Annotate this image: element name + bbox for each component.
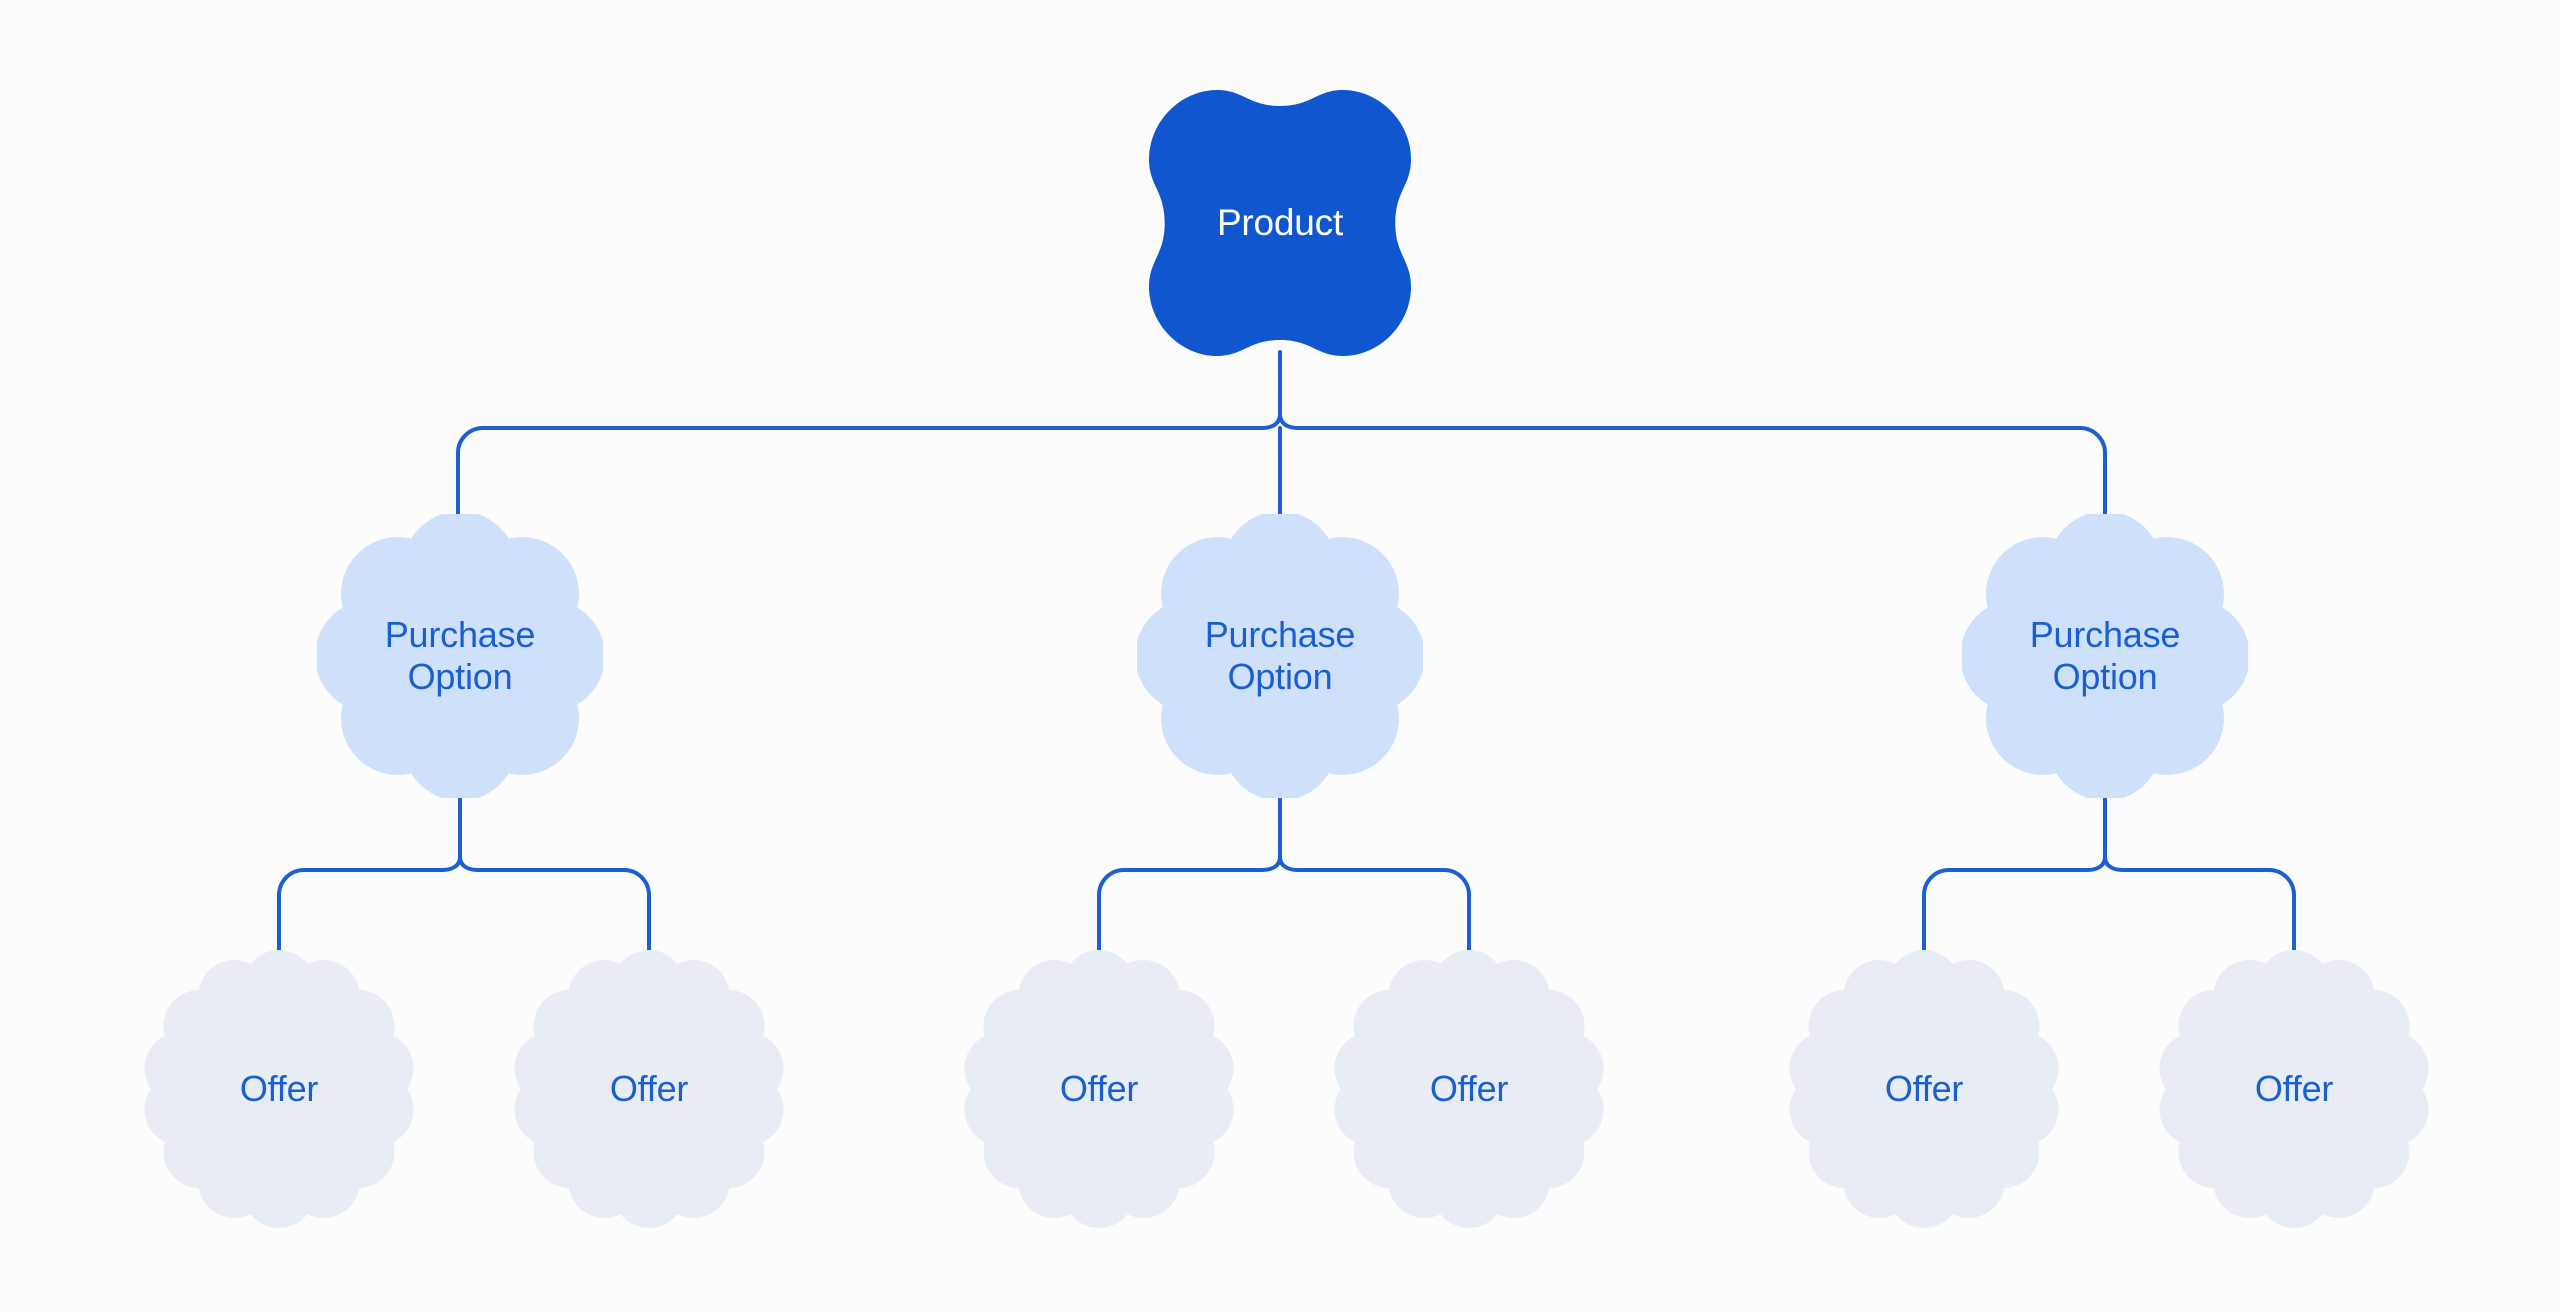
node-offer-6[interactable]: Offer xyxy=(2155,950,2433,1228)
edge-option-3-fillet-left xyxy=(2085,855,2107,872)
node-purchase-option-1-label: Purchase Option xyxy=(384,613,536,697)
node-offer-2[interactable]: Offer xyxy=(510,950,788,1228)
edge-option-3-to-offer-6 xyxy=(2121,868,2296,954)
offer-blob-shape xyxy=(514,950,784,1228)
edge-option-1-to-offer-1 xyxy=(277,868,444,954)
edge-option-2-fillet-left xyxy=(1260,855,1282,872)
node-offer-3-label: Offer xyxy=(1059,1067,1139,1109)
edge-bus-fillet-left xyxy=(1260,412,1282,430)
offer-blob-shape xyxy=(964,950,1234,1228)
node-purchase-option-3[interactable]: Purchase Option xyxy=(1962,514,2248,798)
node-offer-1-label: Offer xyxy=(239,1067,319,1109)
node-product-label: Product xyxy=(1216,202,1344,244)
edge-option-2-to-offer-4 xyxy=(1296,868,1471,954)
purchase-option-blob-shape xyxy=(1962,514,2248,798)
edge-option-1-fillet-left xyxy=(440,855,462,872)
node-offer-4-label: Offer xyxy=(1429,1067,1509,1109)
node-offer-3[interactable]: Offer xyxy=(960,950,1238,1228)
node-offer-4[interactable]: Offer xyxy=(1330,950,1608,1228)
edge-option-1-to-offer-2 xyxy=(476,868,651,954)
node-purchase-option-1[interactable]: Purchase Option xyxy=(317,514,603,798)
edge-option-3-fillet-right xyxy=(2103,855,2125,872)
node-offer-2-label: Offer xyxy=(609,1067,689,1109)
offer-blob-shape xyxy=(144,950,414,1228)
node-offer-5[interactable]: Offer xyxy=(1785,950,2063,1228)
offer-blob-shape xyxy=(2159,950,2429,1228)
node-offer-5-label: Offer xyxy=(1884,1067,1964,1109)
edge-option-2-to-offer-3 xyxy=(1097,868,1264,954)
purchase-option-blob-shape xyxy=(1137,514,1423,798)
edge-bus-fillet-right xyxy=(1278,412,1300,430)
edge-option-2-fillet-right xyxy=(1278,855,1300,872)
purchase-option-blob-shape xyxy=(317,514,603,798)
node-purchase-option-2[interactable]: Purchase Option xyxy=(1137,514,1423,798)
node-offer-6-label: Offer xyxy=(2254,1067,2334,1109)
edge-option-3-to-offer-5 xyxy=(1922,868,2089,954)
offer-blob-shape xyxy=(1334,950,1604,1228)
product-blob-shape xyxy=(1149,90,1411,356)
edge-option-1-fillet-right xyxy=(458,855,480,872)
node-offer-1[interactable]: Offer xyxy=(140,950,418,1228)
offer-blob-shape xyxy=(1789,950,2059,1228)
edge-product-to-option-1 xyxy=(456,426,1264,516)
node-purchase-option-2-label: Purchase Option xyxy=(1204,613,1356,697)
edge-product-to-option-3 xyxy=(1296,426,2107,516)
node-purchase-option-3-label: Purchase Option xyxy=(2029,613,2181,697)
node-product[interactable]: Product xyxy=(1149,90,1411,356)
